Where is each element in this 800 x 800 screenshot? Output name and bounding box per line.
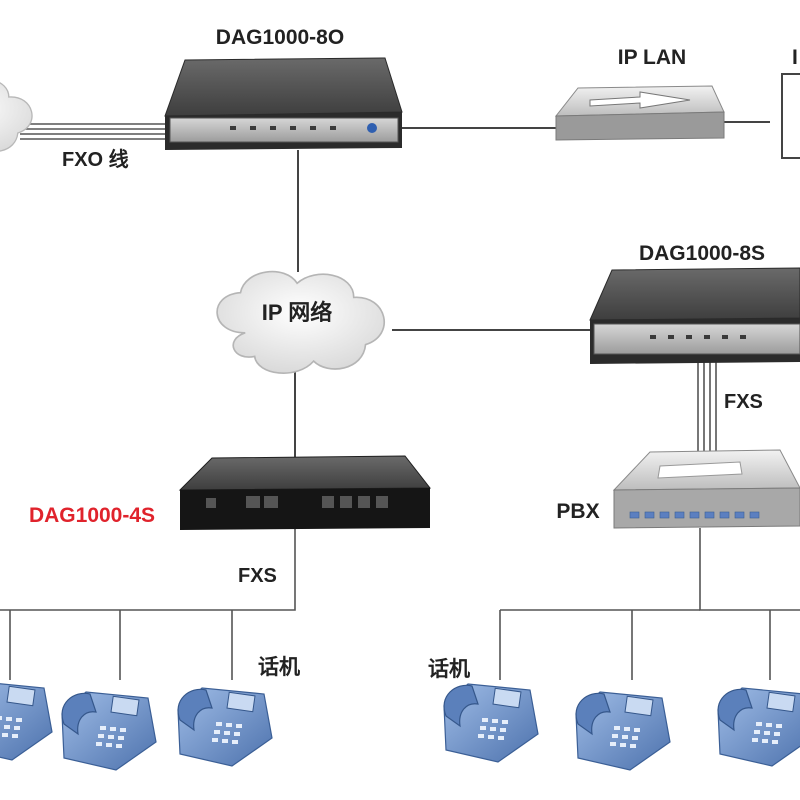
dag1000-8o-label: DAG1000-8O [216, 26, 344, 49]
partial-label-glyph: I [792, 46, 798, 69]
phones-right-label: 话机 [428, 657, 470, 681]
pbx-label: PBX [556, 500, 599, 523]
connections [0, 121, 800, 680]
pstn-cloud [0, 76, 33, 156]
desk-phone-icon [443, 683, 539, 763]
desk-phone-icon [717, 687, 800, 767]
desk-phone-icon [177, 687, 273, 767]
dag1000-4s-label: DAG1000-4S [29, 504, 155, 527]
dag1000-4s-device [178, 455, 432, 530]
desk-phone-icon [61, 691, 157, 771]
wire-4s-phones [0, 528, 296, 611]
phones-right [443, 683, 800, 771]
ip-network-label: IP 网络 [262, 300, 333, 325]
desk-phone-icon [0, 681, 53, 761]
pbx-device [612, 449, 800, 529]
ip-lan-switch [554, 85, 725, 141]
phones-left-label: 话机 [258, 655, 300, 679]
dag1000-8o-device [164, 57, 403, 150]
ip-lan-label: IP LAN [618, 46, 686, 69]
wire-pbx-phones [699, 528, 800, 611]
desk-phone-icon [575, 691, 671, 771]
phones-left [0, 681, 273, 771]
dag1000-8s-device [589, 267, 800, 364]
arrow-icon [589, 91, 691, 109]
fxs-right-label: FXS [724, 391, 763, 413]
logo-icon [367, 123, 377, 133]
dag1000-8s-label: DAG1000-8S [639, 242, 765, 265]
fxs-left-label: FXS [238, 565, 277, 587]
fxo-line-label: FXO 线 [62, 147, 129, 171]
partial-device [781, 73, 800, 159]
